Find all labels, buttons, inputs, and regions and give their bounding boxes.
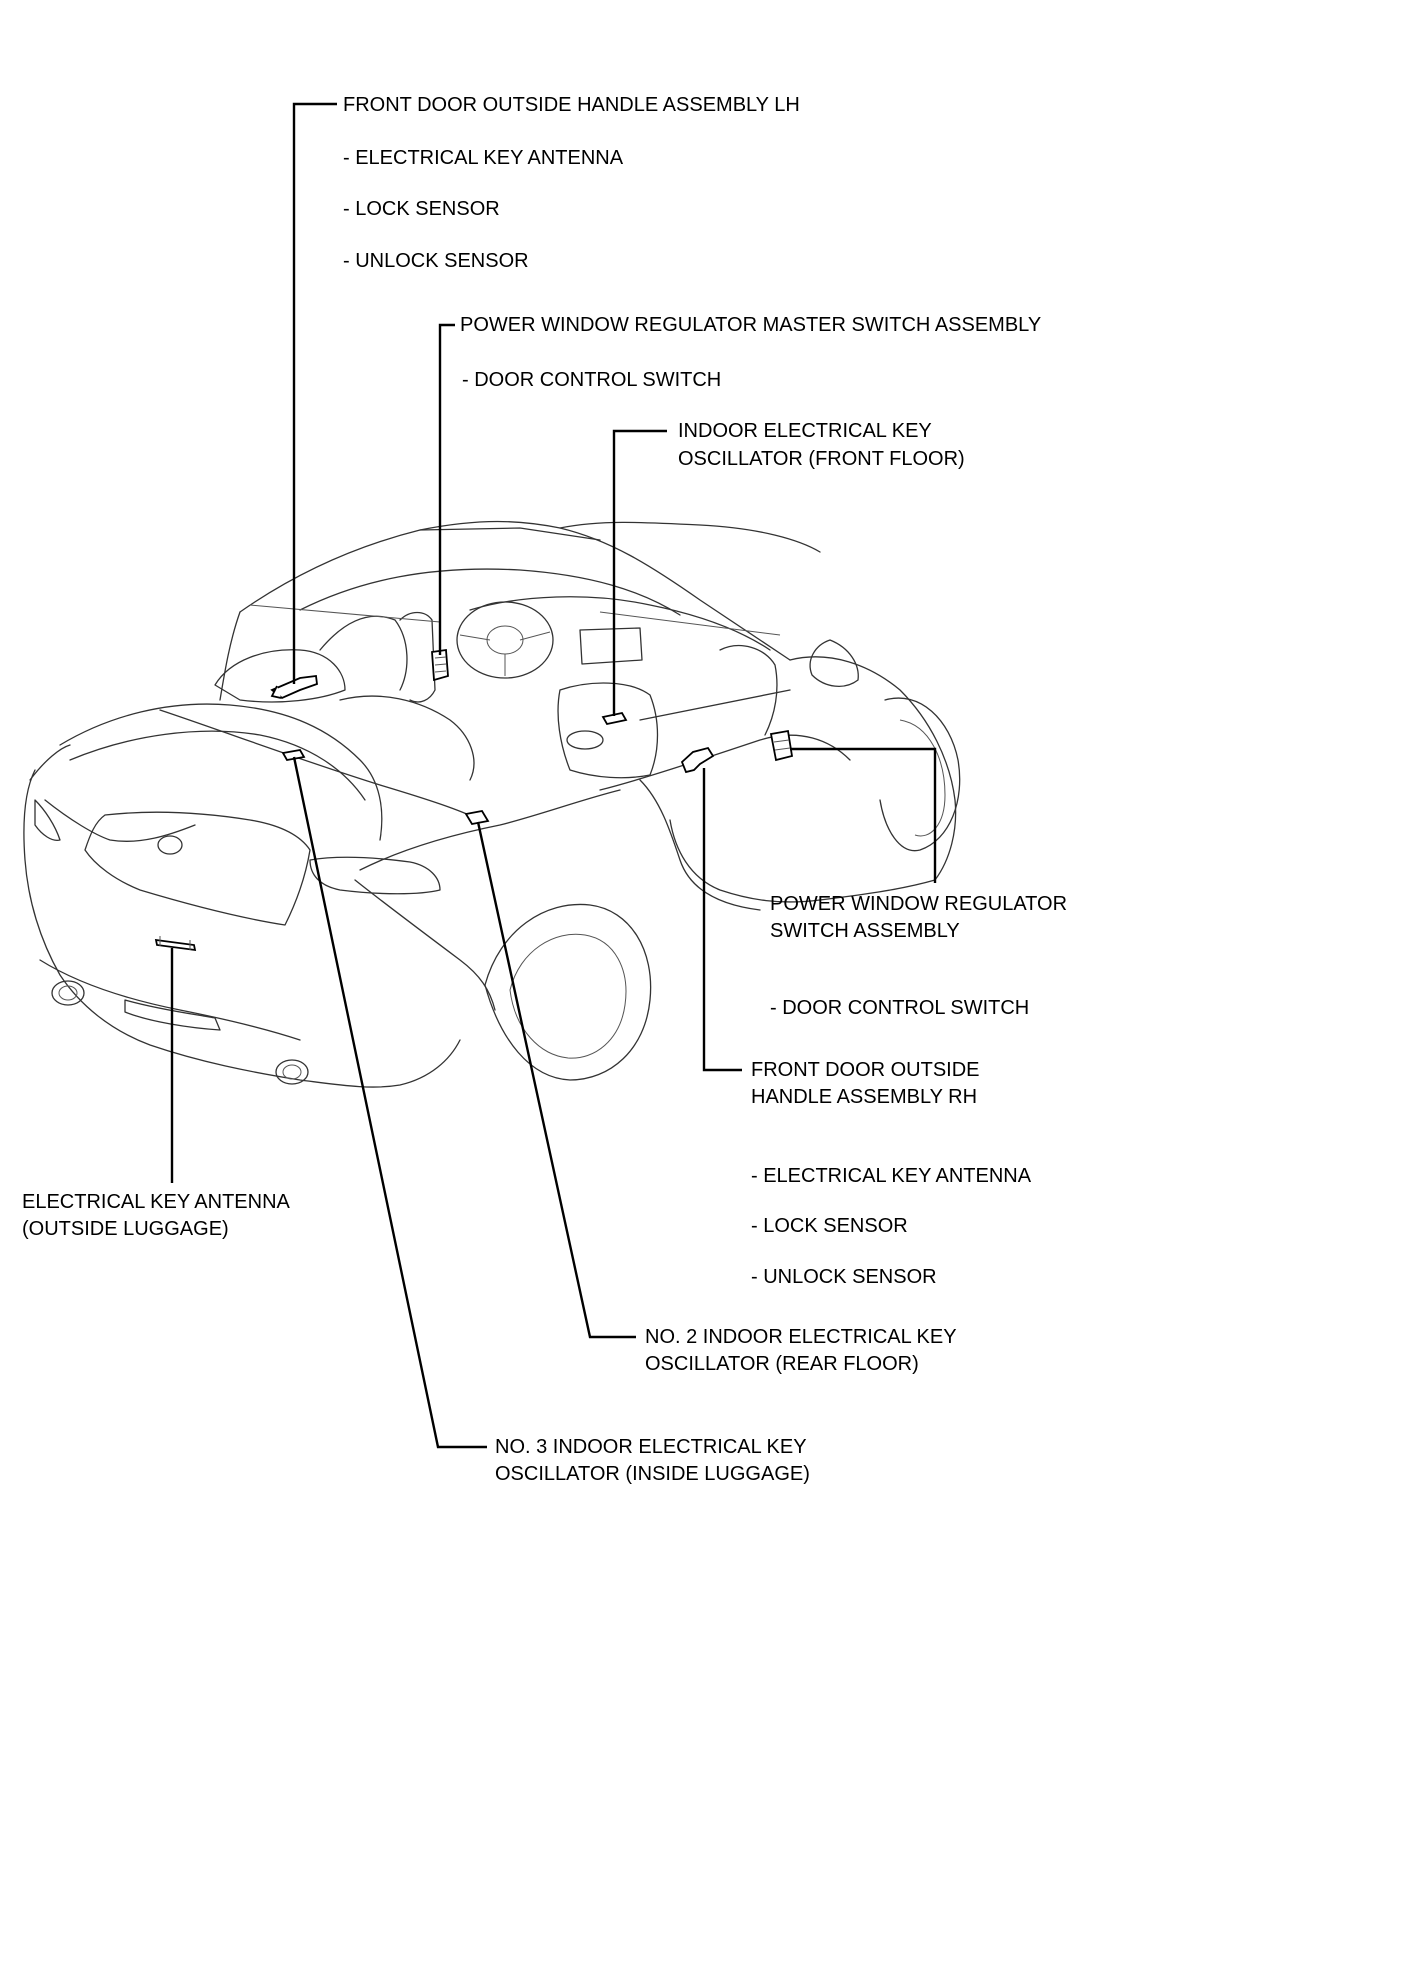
leader-no3 (292, 756, 487, 1449)
pw-switch-line2: SWITCH ASSEMBLY (770, 920, 960, 942)
fd-lh-handle-part (270, 674, 318, 700)
outside-luggage-antenna-part (154, 938, 197, 952)
pw-master-item: - DOOR CONTROL SWITCH (462, 369, 722, 391)
car-body-outline (23, 520, 961, 1088)
no3-line1: NO. 3 INDOOR ELECTRICAL KEY (495, 1436, 807, 1458)
fd-rh-line1: FRONT DOOR OUTSIDE (751, 1059, 980, 1081)
pw-switch-line1: POWER WINDOW REGULATOR (770, 893, 1068, 915)
fd-lh-title: FRONT DOOR OUTSIDE HANDLE ASSEMBLY LH (343, 94, 800, 116)
fd-rh-handle-part (680, 746, 715, 774)
pw-switch-item: - DOOR CONTROL SWITCH (770, 997, 1030, 1019)
fd-rh-item-antenna: - ELECTRICAL KEY ANTENNA (751, 1165, 1032, 1187)
pw-master-title: POWER WINDOW REGULATOR MASTER SWITCH ASS… (460, 314, 1042, 336)
component-parts (154, 648, 794, 952)
outside-luggage-line2: (OUTSIDE LUGGAGE) (22, 1218, 229, 1240)
no2-line2: OSCILLATOR (REAR FLOOR) (645, 1353, 919, 1375)
indoor-front-oscillator-part (601, 711, 628, 726)
no3-line2: OSCILLATOR (INSIDE LUGGAGE) (495, 1463, 810, 1485)
no2-oscillator-part (464, 810, 490, 825)
fd-lh-item-antenna: - ELECTRICAL KEY ANTENNA (343, 147, 624, 169)
indoor-front-line1: INDOOR ELECTRICAL KEY (678, 420, 932, 442)
fd-lh-item-unlock: - UNLOCK SENSOR (343, 250, 529, 272)
fd-lh-item-lock: - LOCK SENSOR (343, 198, 500, 220)
no2-line1: NO. 2 INDOOR ELECTRICAL KEY (645, 1326, 957, 1348)
outside-luggage-line1: ELECTRICAL KEY ANTENNA (22, 1191, 290, 1213)
leader-pw-switch (790, 747, 937, 883)
pw-master-switch-part (431, 648, 449, 682)
leader-pw-master (438, 323, 455, 655)
fd-rh-line2: HANDLE ASSEMBLY RH (751, 1086, 978, 1108)
fd-rh-item-unlock: - UNLOCK SENSOR (751, 1266, 937, 1288)
leader-no2 (476, 821, 636, 1339)
car-diagram (23, 102, 961, 1449)
fd-rh-item-lock: - LOCK SENSOR (751, 1215, 908, 1237)
diagram-canvas: FRONT DOOR OUTSIDE HANDLE ASSEMBLY LH - … (22, 94, 1068, 1485)
leader-fd-rh (702, 768, 742, 1072)
leader-fd-lh (292, 102, 337, 684)
leader-indoor-front (612, 429, 667, 716)
indoor-front-line2: OSCILLATOR (FRONT FLOOR) (678, 448, 965, 470)
no3-oscillator-part (281, 749, 306, 761)
pw-switch-rh-part (769, 729, 794, 762)
leader-lines (170, 102, 937, 1449)
